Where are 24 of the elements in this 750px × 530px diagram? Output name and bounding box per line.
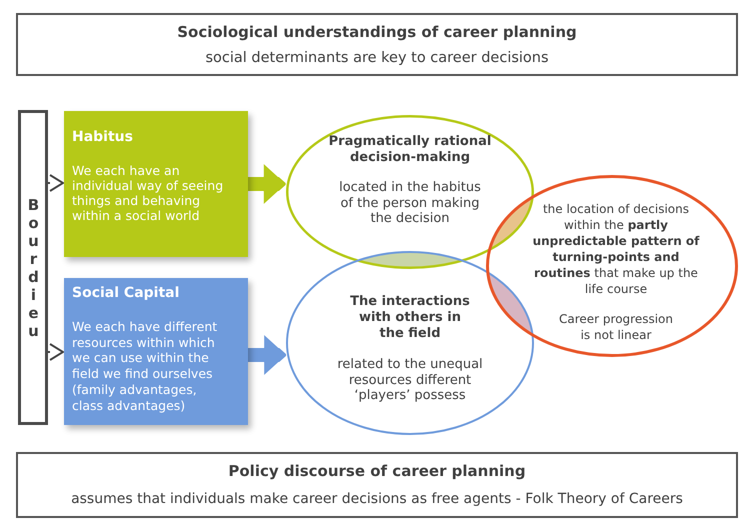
block-arrow	[248, 335, 286, 375]
section-heading: Policy discourse of career planning	[228, 461, 526, 481]
footer-panel	[16, 452, 738, 518]
venn-description: related to the unequal resources different ‘players’ possess	[336, 357, 484, 404]
chevron-arrow	[48, 343, 64, 361]
section-description: assumes that individuals make career decisions as free agents - Folk Theory of Careers	[70, 490, 684, 509]
vertical-label: Bourdieu	[26, 196, 40, 340]
venn-description: located in the habitus of the person making the decision	[338, 180, 482, 226]
venn-heading: The interactions with others in the field	[350, 294, 470, 342]
side-panel	[18, 110, 48, 425]
chevron-arrow	[48, 174, 64, 192]
concept-card	[64, 111, 248, 257]
concept-card	[64, 278, 248, 425]
title-panel	[16, 13, 738, 76]
venn-description: Career progression is not linear	[558, 311, 674, 343]
block-arrow	[248, 164, 286, 204]
concept-description: We each have different resources within which we can use within the field we find ourselves (family advantages, class advantages)	[72, 319, 218, 414]
venn-description: the location of decisions within the partly unpredictable pattern of turning-points and routines that make up the life course	[532, 201, 700, 297]
venn-heading: Pragmatically rational decision-making	[328, 134, 492, 166]
concept-title: Social Capital	[72, 285, 180, 302]
section-heading: Sociological understandings of career planning	[176, 22, 578, 42]
section-description: social determinants are key to career decisions	[204, 48, 550, 68]
concept-title: Habitus	[72, 129, 134, 146]
concept-description: We each have an individual way of seeing things and behaving within a social world	[72, 163, 224, 223]
